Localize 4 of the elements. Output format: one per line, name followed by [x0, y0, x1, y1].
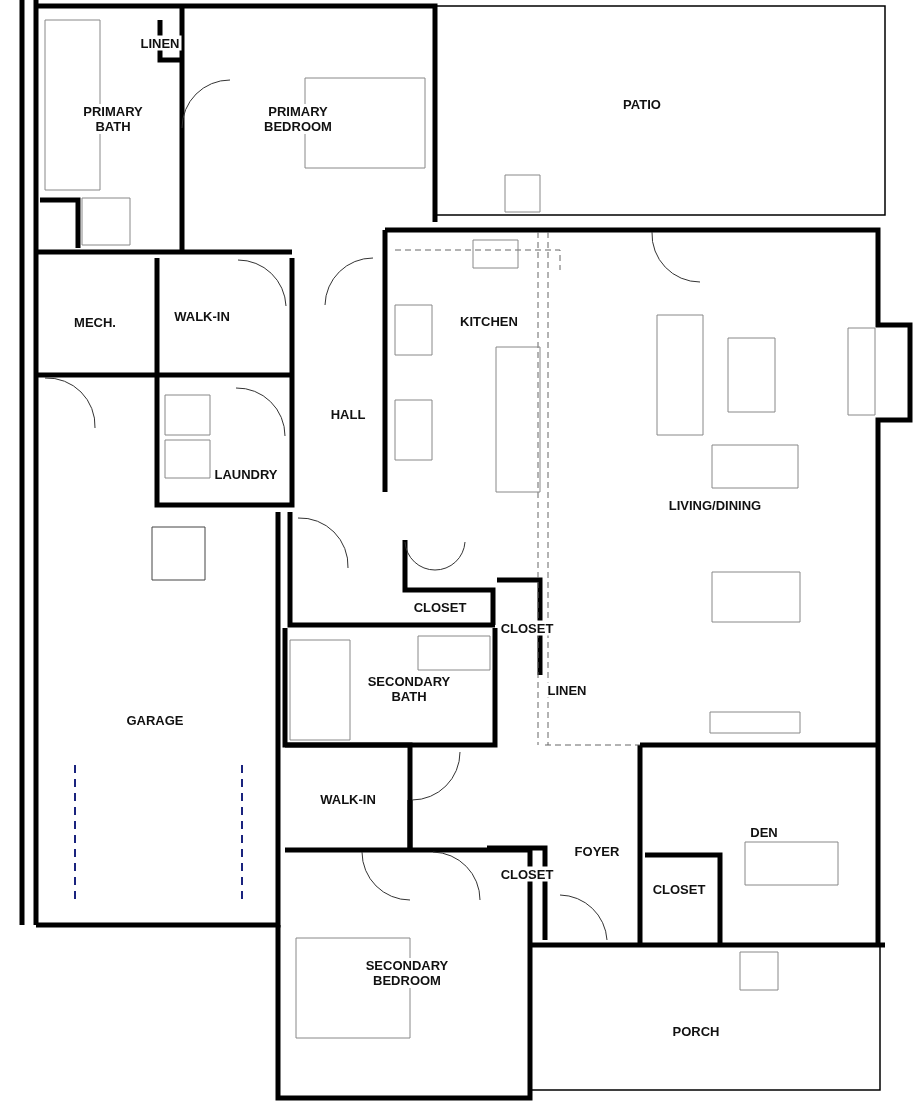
room-label: LINEN: [138, 35, 182, 51]
room-label: CLOSET: [498, 866, 556, 882]
room-label: LINEN: [545, 682, 589, 698]
room-label: CLOSET: [498, 620, 556, 636]
